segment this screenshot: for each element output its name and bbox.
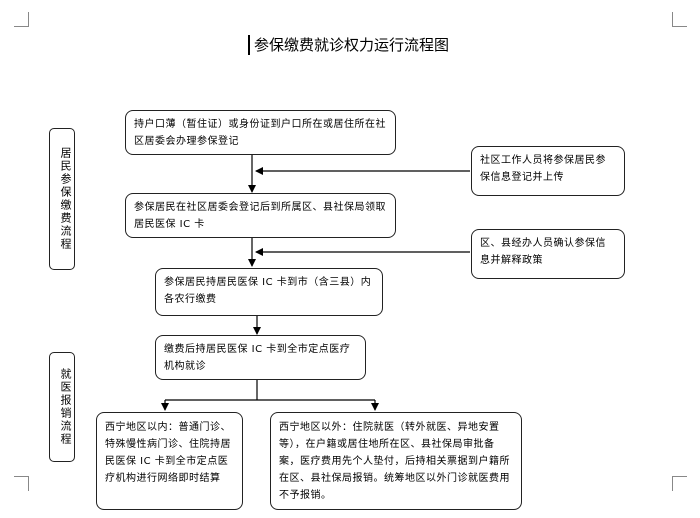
side-label-reimbursement: 就医报销流程 [49, 352, 75, 462]
step-medical-visit: 缴费后持居民医保 IC 卡到全市定点医疗机构就诊 [155, 335, 366, 380]
diagram-title: 参保缴费就诊权力运行流程图 [248, 35, 449, 55]
step-collect-ic-card: 参保居民在社区居委会登记后到所属区、县社保局领取居民医保 IC 卡 [125, 193, 396, 238]
step-pay-fee: 参保居民持居民医保 IC 卡到市（含三县）内各农行缴费 [155, 268, 383, 316]
outcome-outside-xining: 西宁地区以外：住院就医（转外就医、异地安置等），在户籍或居住地所在区、县社保局审… [270, 412, 522, 510]
page-corner-mark [14, 12, 29, 27]
outcome-inside-xining: 西宁地区以内：普通门诊、特殊慢性病门诊、住院持居民医保 IC 卡到全市定点医疗机… [96, 412, 243, 510]
side-label-enrollment: 居民参保缴费流程 [49, 128, 75, 270]
note-county-staff: 区、县经办人员确认参保信息并解释政策 [471, 229, 625, 279]
page-corner-mark [672, 476, 687, 491]
step-register-enrollment: 持户口薄（暂住证）或身份证到户口所在或居住所在社区居委会办理参保登记 [125, 110, 396, 155]
page-corner-mark [672, 12, 687, 27]
note-community-staff: 社区工作人员将参保居民参保信息登记并上传 [471, 146, 625, 196]
page-corner-mark [14, 476, 29, 491]
